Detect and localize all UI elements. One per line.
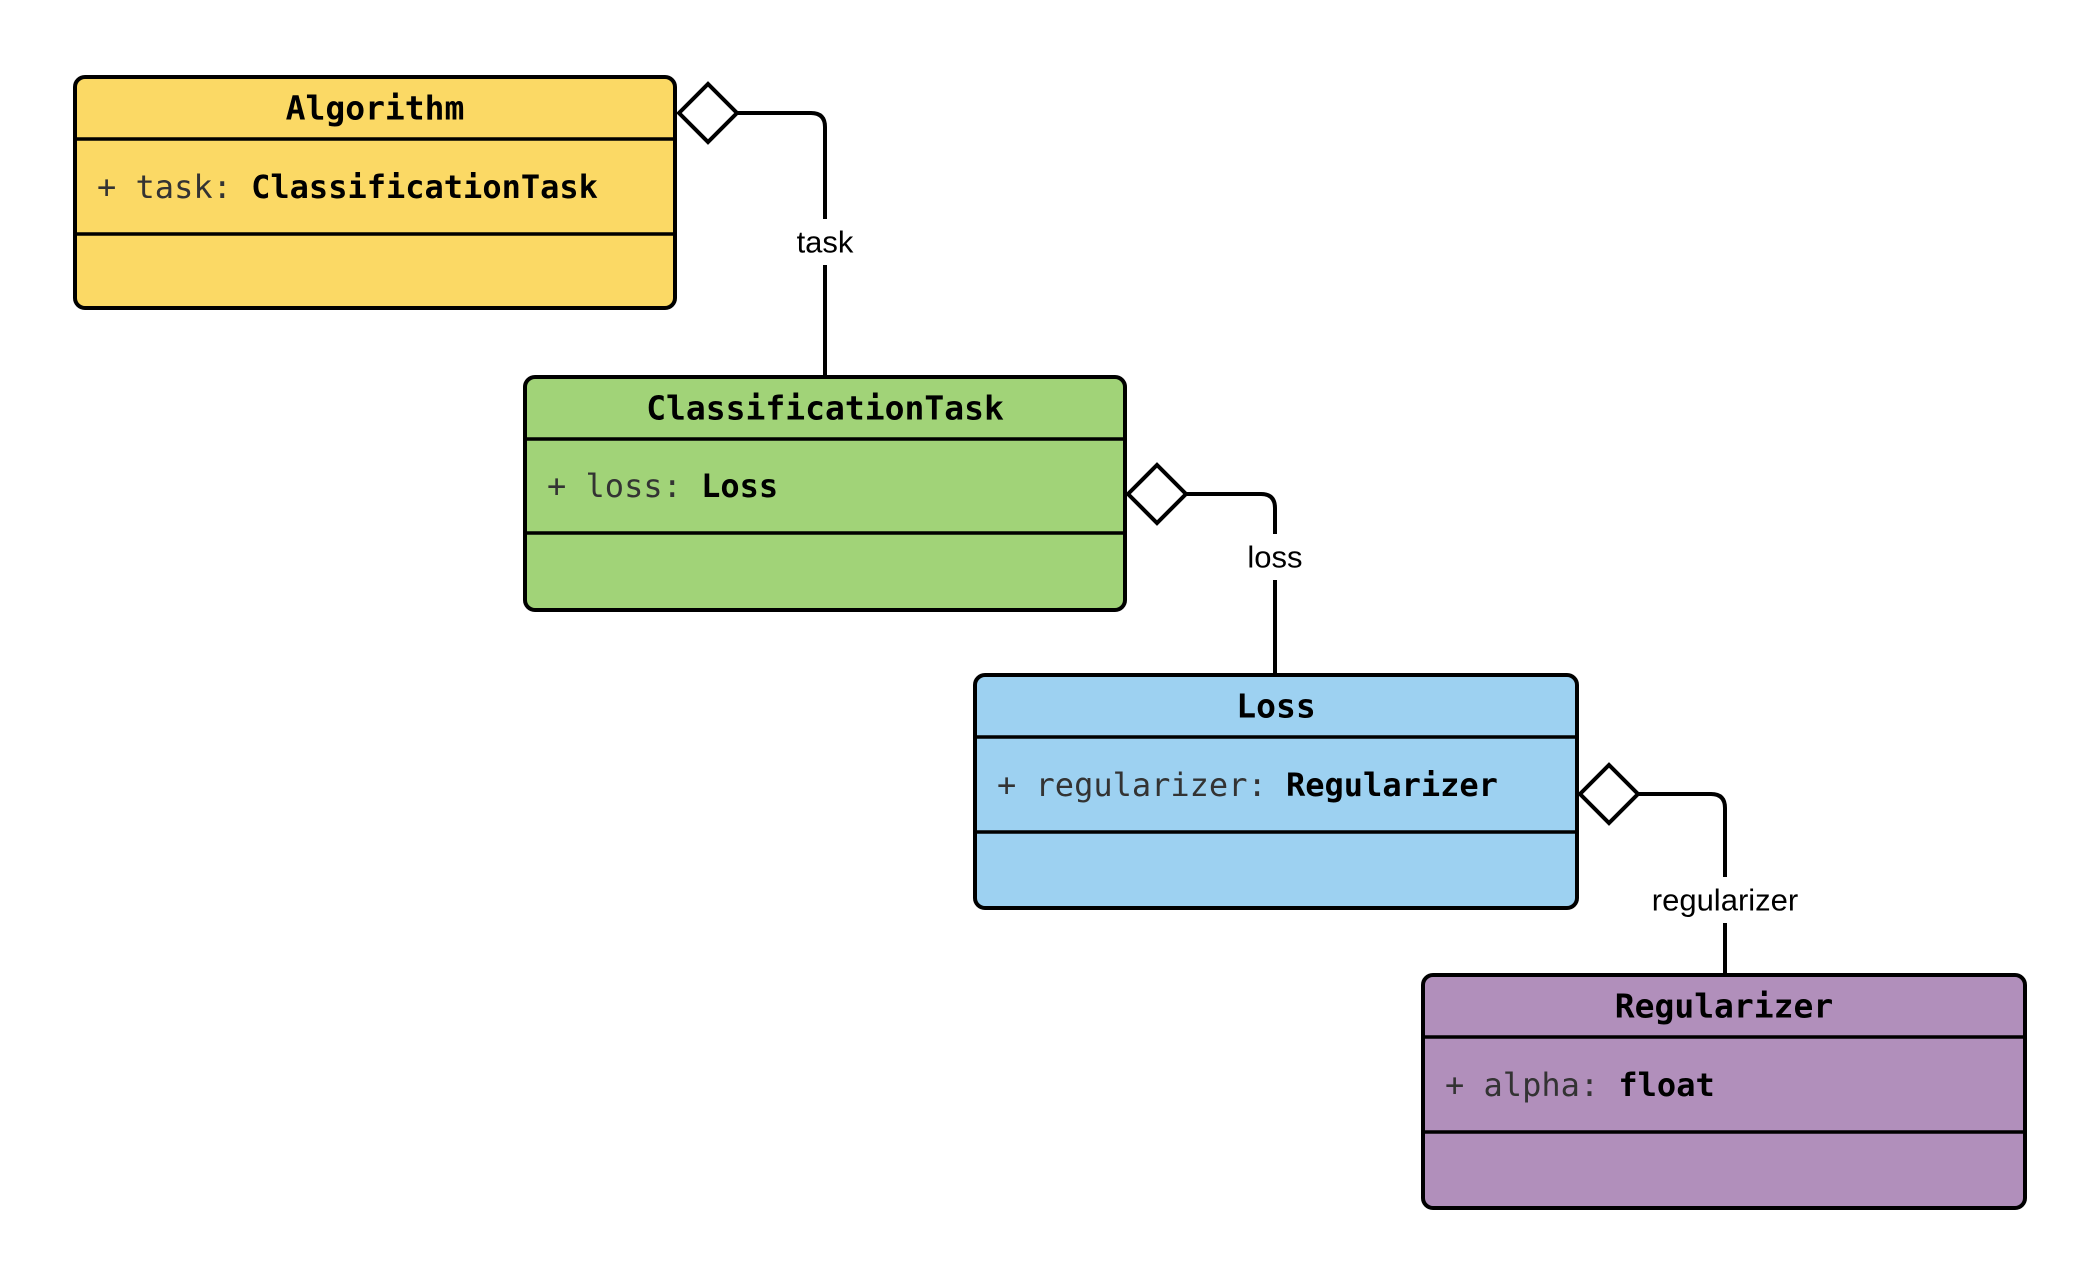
edge-task-label-bg [785,219,865,265]
class-box [523,375,1127,612]
class-title: Loss [1236,687,1315,726]
class-regularizer: Regularizer + alpha: float [1421,973,2027,1210]
class-title: Regularizer [1615,987,1834,1026]
edge-regularizer-line [1638,792,1727,975]
class-attribute: + alpha: float [1445,1066,1715,1104]
class-title: Algorithm [286,89,465,128]
edge-loss-label-bg [1235,534,1315,580]
edge-task-label: task [797,225,854,260]
class-box [73,75,677,310]
class-box [1421,973,2027,1210]
attribute-type: Loss [701,467,778,505]
edge-task-line [737,111,827,377]
edge-loss-line [1186,492,1277,675]
attribute-name: + regularizer: [997,766,1286,804]
attribute-type: float [1618,1066,1714,1104]
class-attribute: + task: ClassificationTask [97,168,598,206]
attribute-type: ClassificationTask [251,168,598,206]
edge-loss: loss [1125,462,1315,675]
attribute-name: + task: [97,168,251,206]
class-attribute: + loss: Loss [547,467,778,505]
class-box [973,673,1579,910]
class-classificationtask: ClassificationTask + loss: Loss [523,375,1127,612]
class-title: ClassificationTask [646,389,1004,428]
edge-regularizer: regularizer [1577,762,1819,975]
attribute-type: Regularizer [1286,766,1498,804]
class-loss: Loss + regularizer: Regularizer [973,673,1579,910]
aggregation-diamond-icon [1125,462,1189,526]
edge-loss-label: loss [1247,540,1302,575]
attribute-name: + alpha: [1445,1066,1618,1104]
class-attribute: + regularizer: Regularizer [997,766,1498,804]
edge-regularizer-label-bg [1631,877,1819,923]
aggregation-diamond-icon [1577,762,1641,826]
aggregation-diamond-icon [676,81,740,145]
edge-regularizer-label: regularizer [1652,883,1798,918]
class-algorithm: Algorithm + task: ClassificationTask [73,75,677,310]
attribute-name: + loss: [547,467,701,505]
edge-task: task [676,81,865,377]
